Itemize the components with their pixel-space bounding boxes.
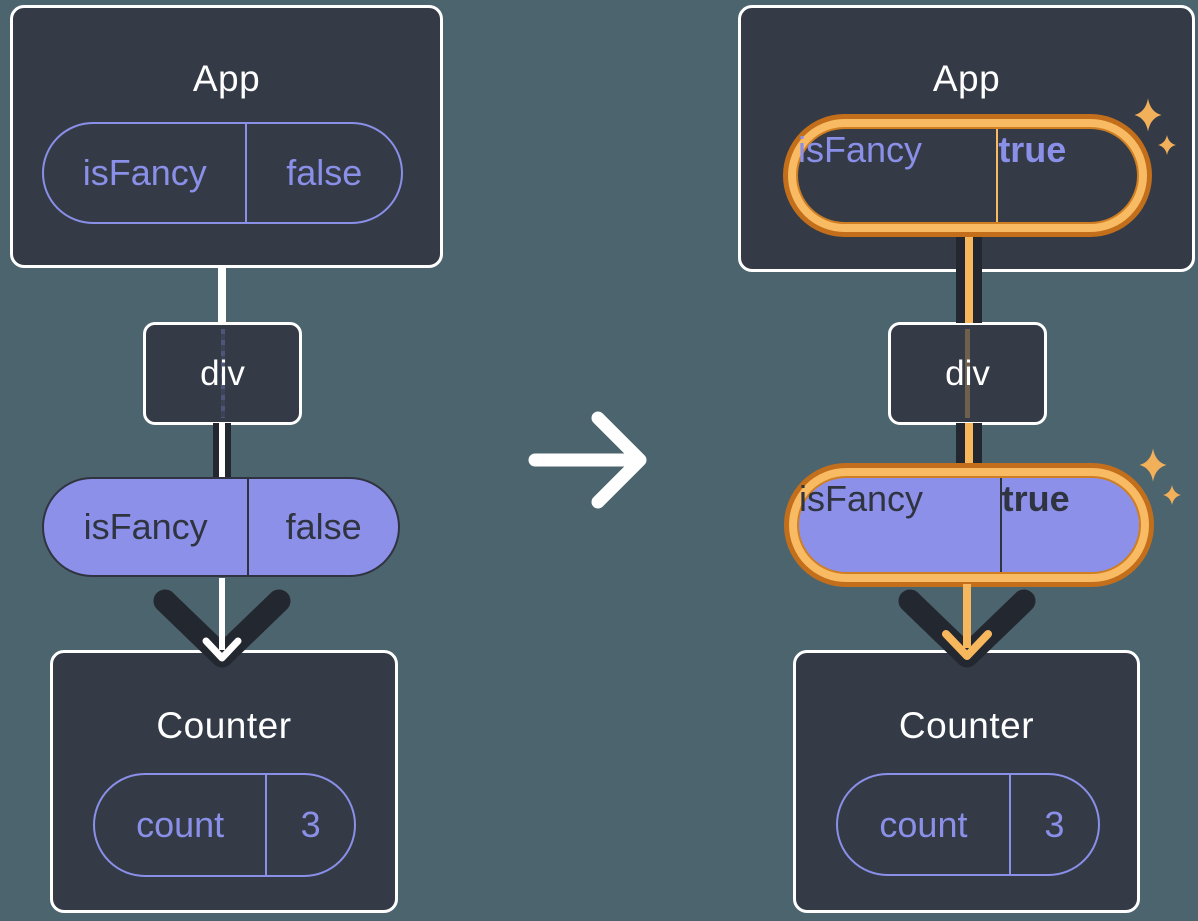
- state-name: count: [838, 775, 1011, 874]
- edge-app-to-div: [218, 266, 226, 324]
- prop-name: isFancy: [799, 478, 1002, 572]
- counter-node-left: Counter count 3: [50, 650, 398, 913]
- prop-pill-isfancy-highlighted: isFancy true: [784, 463, 1154, 587]
- state-name: count: [95, 775, 268, 875]
- counter-title: Counter: [156, 705, 292, 746]
- div-node-left: div: [143, 322, 302, 425]
- app-title: App: [932, 58, 1001, 99]
- arrow-down-icon: [153, 578, 291, 668]
- state-name: isFancy: [798, 129, 999, 222]
- edge-app-to-div: [956, 232, 982, 323]
- div-label: div: [945, 353, 990, 393]
- state-pill-count: count 3: [836, 773, 1100, 876]
- prop-name: isFancy: [44, 479, 250, 575]
- prop-value: false: [285, 506, 362, 547]
- counter-node-right: Counter count 3: [793, 650, 1140, 913]
- div-label: div: [200, 353, 245, 393]
- app-title: App: [192, 58, 261, 99]
- state-value: 3: [1044, 803, 1065, 845]
- arrow-down-icon: [898, 584, 1036, 668]
- state-name: isFancy: [44, 124, 248, 222]
- transition-arrow-icon: [528, 411, 647, 509]
- state-value: true: [998, 129, 1067, 170]
- pass-through-line: [220, 329, 225, 418]
- sparkles-icon: [1134, 98, 1176, 155]
- prop-pill-isfancy: isFancy false: [42, 477, 400, 577]
- prop-value: true: [1001, 478, 1070, 519]
- edge-div-to-prop: [213, 423, 231, 479]
- state-pill-count: count 3: [93, 773, 356, 877]
- div-node-right: div: [888, 322, 1047, 425]
- state-value: 3: [300, 804, 321, 845]
- state-pill-isfancy-highlighted: isFancy true: [783, 114, 1152, 237]
- state-value: false: [286, 152, 363, 193]
- state-pill-isfancy: isFancy false: [42, 122, 403, 224]
- counter-title: Counter: [898, 705, 1035, 746]
- sparkles-icon: [1139, 448, 1181, 505]
- pass-through-line: [964, 329, 970, 418]
